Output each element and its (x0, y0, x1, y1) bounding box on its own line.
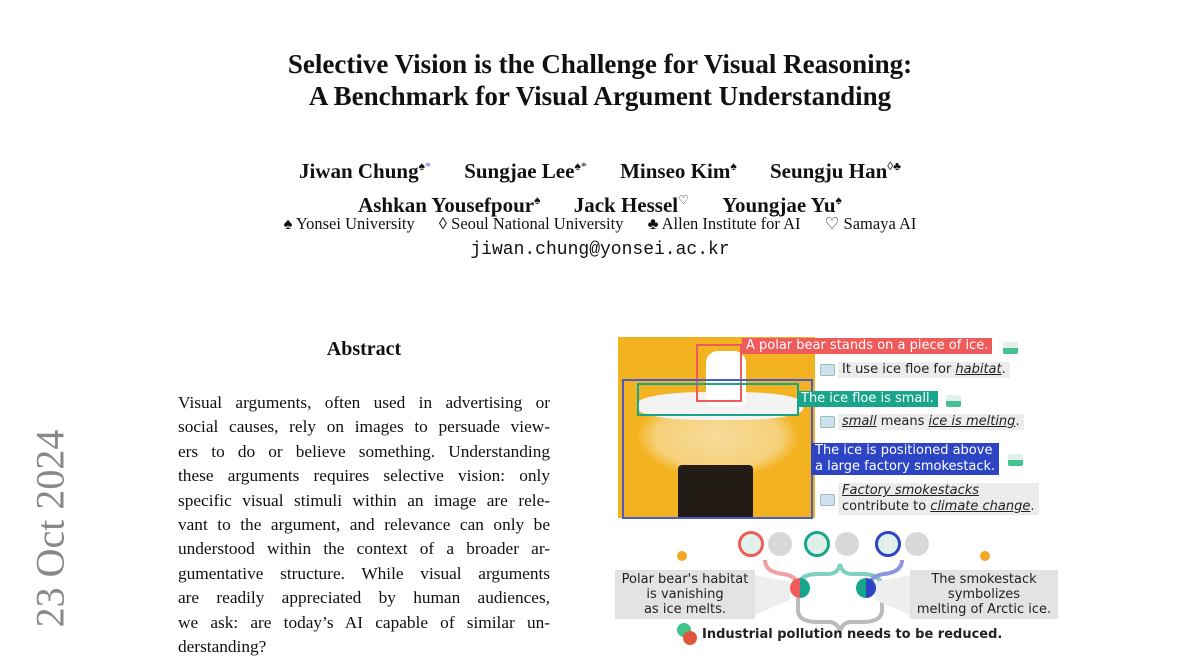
argument-tree-connectors (677, 551, 990, 645)
image-icon (946, 395, 961, 407)
abstract-line: ers to do or believe something. Understa… (178, 441, 550, 461)
title-line-2: A Benchmark for Visual Argument Understa… (308, 81, 892, 111)
polar-bear-shape (706, 351, 746, 406)
abstract-heading: Abstract (326, 338, 402, 360)
final-claim: Industrial pollution needs to be reduced… (702, 627, 1003, 642)
author: Jiwan Chung♠* (298, 159, 431, 183)
author-list: Jiwan Chung♠* Sungjae Lee♠* Minseo Kim♠ … (0, 152, 1200, 220)
abstract-line: derstanding? (178, 637, 267, 657)
abstract-line: these arguments requires selective visio… (178, 466, 550, 486)
affiliation: ♠ Yonsei University (283, 214, 415, 233)
affiliations: ♠ Yonsei University ◊ Seoul National Uni… (0, 214, 1200, 234)
author: Sungjae Lee♠* (464, 159, 587, 183)
abstract-line: Visual arguments, often used in advertis… (178, 393, 550, 412)
abstract-body: Visual arguments, often used in advertis… (178, 391, 550, 659)
arxiv-date-stamp: 23 Oct 2024 (27, 429, 73, 628)
paper-title: Selective Vision is the Challenge for Vi… (0, 48, 1200, 112)
abstract-line: specific visual stimuli within an image … (178, 490, 550, 510)
blue-image-node-icon (875, 531, 901, 557)
note-2: small means ice is melting. (838, 414, 1024, 430)
abstract-line: are readily appreciated by human audienc… (178, 588, 550, 608)
text-icon (820, 416, 835, 428)
text-node-icon (768, 532, 792, 556)
text-node-icon (905, 532, 929, 556)
image-icon (1003, 342, 1018, 354)
affiliation: ◊ Seoul National University (438, 214, 624, 233)
author: Minseo Kim♠ (620, 159, 737, 183)
observation-red: A polar bear stands on a piece of ice. (742, 338, 993, 354)
abstract-line: gumentative structure. While visual argu… (178, 563, 550, 583)
author: Youngjae Yu♠ (722, 193, 842, 217)
red-image-node-icon (738, 531, 764, 557)
abstract-line: we ask: are today’s AI capable of simila… (178, 612, 550, 632)
abstract-line: vant to the argument, and relevance can … (178, 515, 550, 535)
contact-email: jiwan.chung@yonsei.ac.kr (470, 240, 730, 260)
text-node-icon (835, 532, 859, 556)
affiliation: ♣ Allen Institute for AI (647, 214, 801, 233)
figure-1: A polar bear stands on a piece of ice. I… (610, 330, 1060, 648)
title-line-1: Selective Vision is the Challenge for Vi… (287, 49, 913, 79)
image-icon (1008, 454, 1023, 466)
author: Seungju Han◊♣ (769, 159, 902, 183)
text-icon (820, 364, 835, 376)
red-region-box (696, 344, 742, 402)
smokestack-shape (678, 465, 753, 518)
author: Ashkan Yousefpour♠ (358, 193, 541, 217)
teal-image-node-icon (804, 531, 830, 557)
text-icon (820, 494, 835, 506)
author: Jack Hessel♡ (573, 193, 689, 217)
affiliation: ♡ Samaya AI (824, 214, 917, 233)
abstract-line: social causes, rely on images to persuad… (178, 417, 550, 437)
note-1: It use ice floe for habitat. (838, 362, 1010, 378)
observation-teal: The ice floe is small. (797, 391, 938, 407)
abstract-line: understood within the context of a broad… (178, 539, 550, 559)
